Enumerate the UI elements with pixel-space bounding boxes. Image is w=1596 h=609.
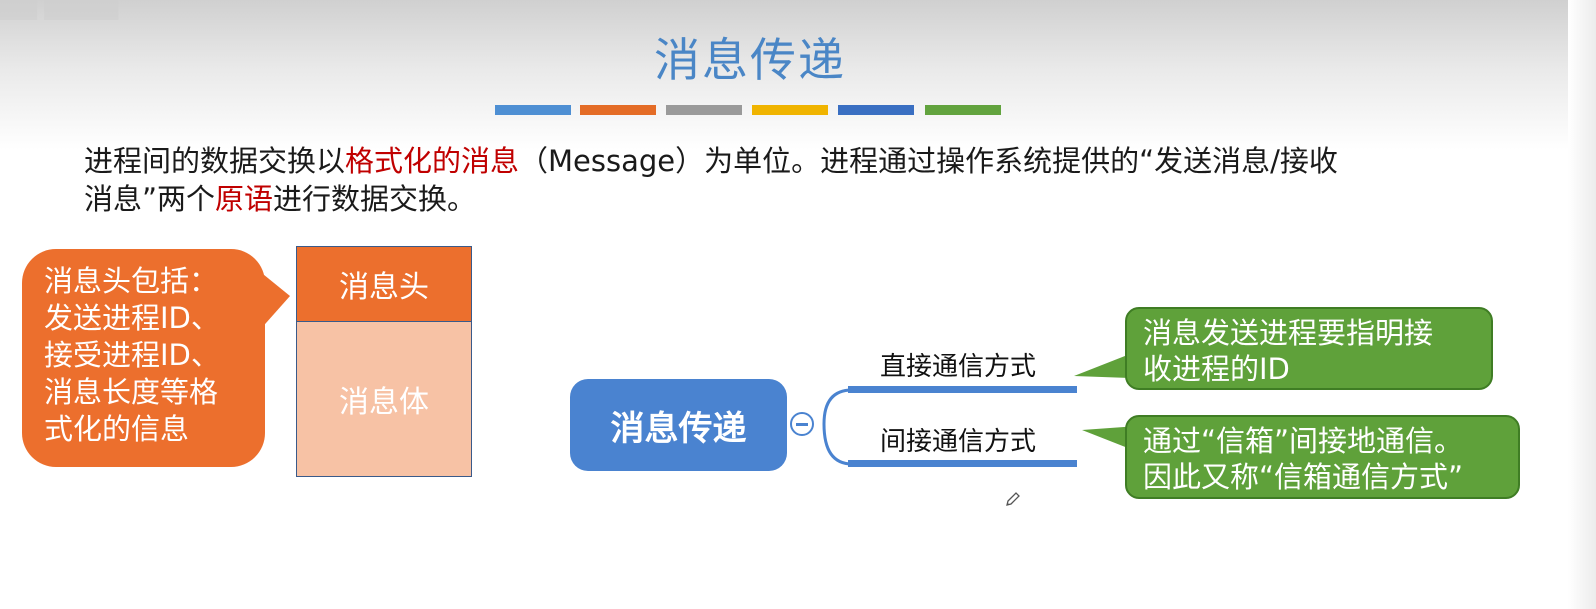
para-text-3: 消息”两个	[84, 182, 216, 216]
deco-bar-3	[666, 105, 742, 115]
message-header-callout: 消息头包括： 发送进程ID、 接受进程ID、 消息长度等格 式化的信息	[22, 249, 265, 467]
callout-line: 接受进程ID、	[44, 338, 220, 372]
callout-line: 发送进程ID、	[44, 301, 220, 335]
callout-line: 因此又称“信箱通信方式”	[1143, 460, 1464, 494]
callout-line: 消息头包括：	[44, 264, 219, 298]
para-highlight-formatted-message: 格式化的消息	[345, 144, 520, 178]
callout-pointer	[1074, 354, 1130, 378]
callout-line: 收进程的ID	[1143, 352, 1290, 386]
indirect-communication-callout: 通过“信箱”间接地通信。 因此又称“信箱通信方式”	[1125, 415, 1520, 499]
para-text-2: （Message）为单位。进程通过操作系统提供的“发送消息/接收	[519, 144, 1338, 178]
deco-bar-2	[580, 105, 656, 115]
deco-bar-1	[495, 105, 571, 115]
para-text-4: 进行数据交换。	[273, 182, 477, 216]
branch-indirect-communication[interactable]: 间接通信方式	[880, 427, 1037, 457]
direct-communication-callout: 消息发送进程要指明接 收进程的ID	[1125, 307, 1493, 390]
callout-line: 式化的信息	[44, 412, 190, 446]
mindmap-connectors	[822, 386, 1077, 467]
intro-paragraph: 进程间的数据交换以格式化的消息（Message）为单位。进程通过操作系统提供的“…	[84, 142, 1484, 218]
header-background	[0, 0, 1596, 150]
deco-bar-6	[925, 105, 1001, 115]
central-node-label: 消息传递	[610, 408, 747, 449]
minus-circle-icon[interactable]	[790, 412, 814, 436]
faint-watermark: ██ ████	[0, 0, 119, 20]
branch-direct-communication[interactable]: 直接通信方式	[880, 352, 1037, 382]
para-highlight-primitive: 原语	[215, 182, 274, 216]
minus-glyph	[796, 422, 808, 426]
callout-line: 消息长度等格	[44, 375, 219, 409]
callout-line: 消息发送进程要指明接	[1143, 316, 1434, 350]
deco-bar-4	[752, 105, 828, 115]
message-body-label: 消息体	[339, 385, 429, 420]
callout-line: 通过“信箱”间接地通信。	[1143, 424, 1464, 458]
slide-title: 消息传递	[654, 33, 846, 87]
slide-edge	[1568, 0, 1596, 609]
deco-bar-5	[838, 105, 914, 115]
para-text-1: 进程间的数据交换以	[84, 144, 346, 178]
message-header-label: 消息头	[339, 270, 429, 305]
pencil-icon	[1006, 492, 1020, 506]
callout-pointer	[258, 270, 290, 332]
callout-pointer	[1082, 426, 1138, 452]
message-body-block: 消息体	[296, 321, 472, 477]
mindmap-central-node[interactable]: 消息传递	[570, 379, 787, 471]
message-header-block: 消息头	[296, 246, 472, 322]
